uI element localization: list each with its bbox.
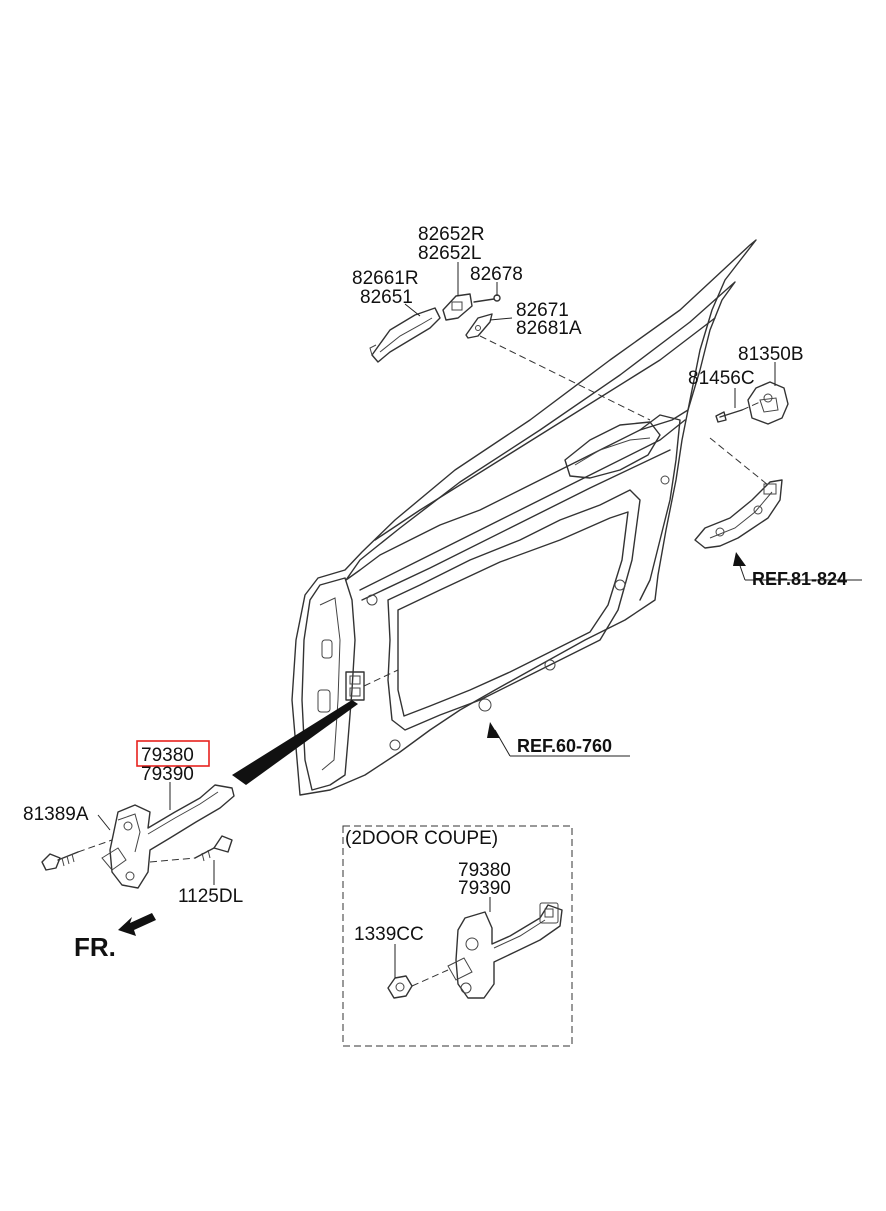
coupe-label-1339CC[interactable]: 1339CC [354, 924, 424, 945]
label-82661R[interactable]: 82661R [352, 268, 419, 289]
coupe-label-79380[interactable]: 79380 [458, 860, 511, 881]
ref-arrowhead-81824 [733, 552, 746, 566]
label-82671[interactable]: 82671 [516, 300, 569, 321]
label-79390[interactable]: 79390 [141, 764, 194, 785]
label-82681A[interactable]: 82681A [516, 318, 582, 339]
dashed-leaders [77, 335, 769, 987]
label-81389A[interactable]: 81389A [23, 804, 89, 825]
handle-screw [473, 294, 501, 303]
label-82651[interactable]: 82651 [360, 287, 413, 308]
installation-arrow [232, 700, 358, 785]
ref-arrowhead-60760 [487, 722, 500, 738]
door-checker [101, 784, 235, 889]
label-fr: FR. [74, 932, 116, 962]
coupe-variant-box [342, 825, 573, 1047]
label-ref-60-760[interactable]: REF.60-760 [517, 736, 612, 756]
coupe-door-checker [447, 902, 563, 999]
leader-lines [97, 262, 862, 978]
label-ref-81-824[interactable]: REF.81-824 [752, 569, 847, 589]
coupe-nut [387, 975, 413, 999]
coupe-title: (2DOOR COUPE) [345, 828, 498, 849]
outside-handle [369, 307, 441, 363]
label-82652L[interactable]: 82652L [418, 243, 481, 264]
coupe-label-79390[interactable]: 79390 [458, 878, 511, 899]
door-panel [291, 239, 757, 796]
striker [747, 381, 789, 425]
label-1125DL[interactable]: 1125DL [178, 886, 243, 907]
striker-screw [715, 409, 743, 423]
door-latch [694, 479, 783, 549]
label-79380[interactable]: 79380 [141, 745, 194, 766]
front-arrow-icon [118, 913, 156, 936]
label-82652R[interactable]: 82652R [418, 224, 485, 245]
handle-gasket [465, 313, 493, 339]
handle-base [442, 293, 473, 321]
checker-bolt [41, 851, 79, 871]
label-81350B[interactable]: 81350B [738, 344, 804, 365]
highlight-box-79380 [136, 740, 210, 767]
label-82678[interactable]: 82678 [470, 264, 523, 285]
label-81456C[interactable]: 81456C [688, 368, 755, 389]
checker-screw [194, 835, 233, 862]
